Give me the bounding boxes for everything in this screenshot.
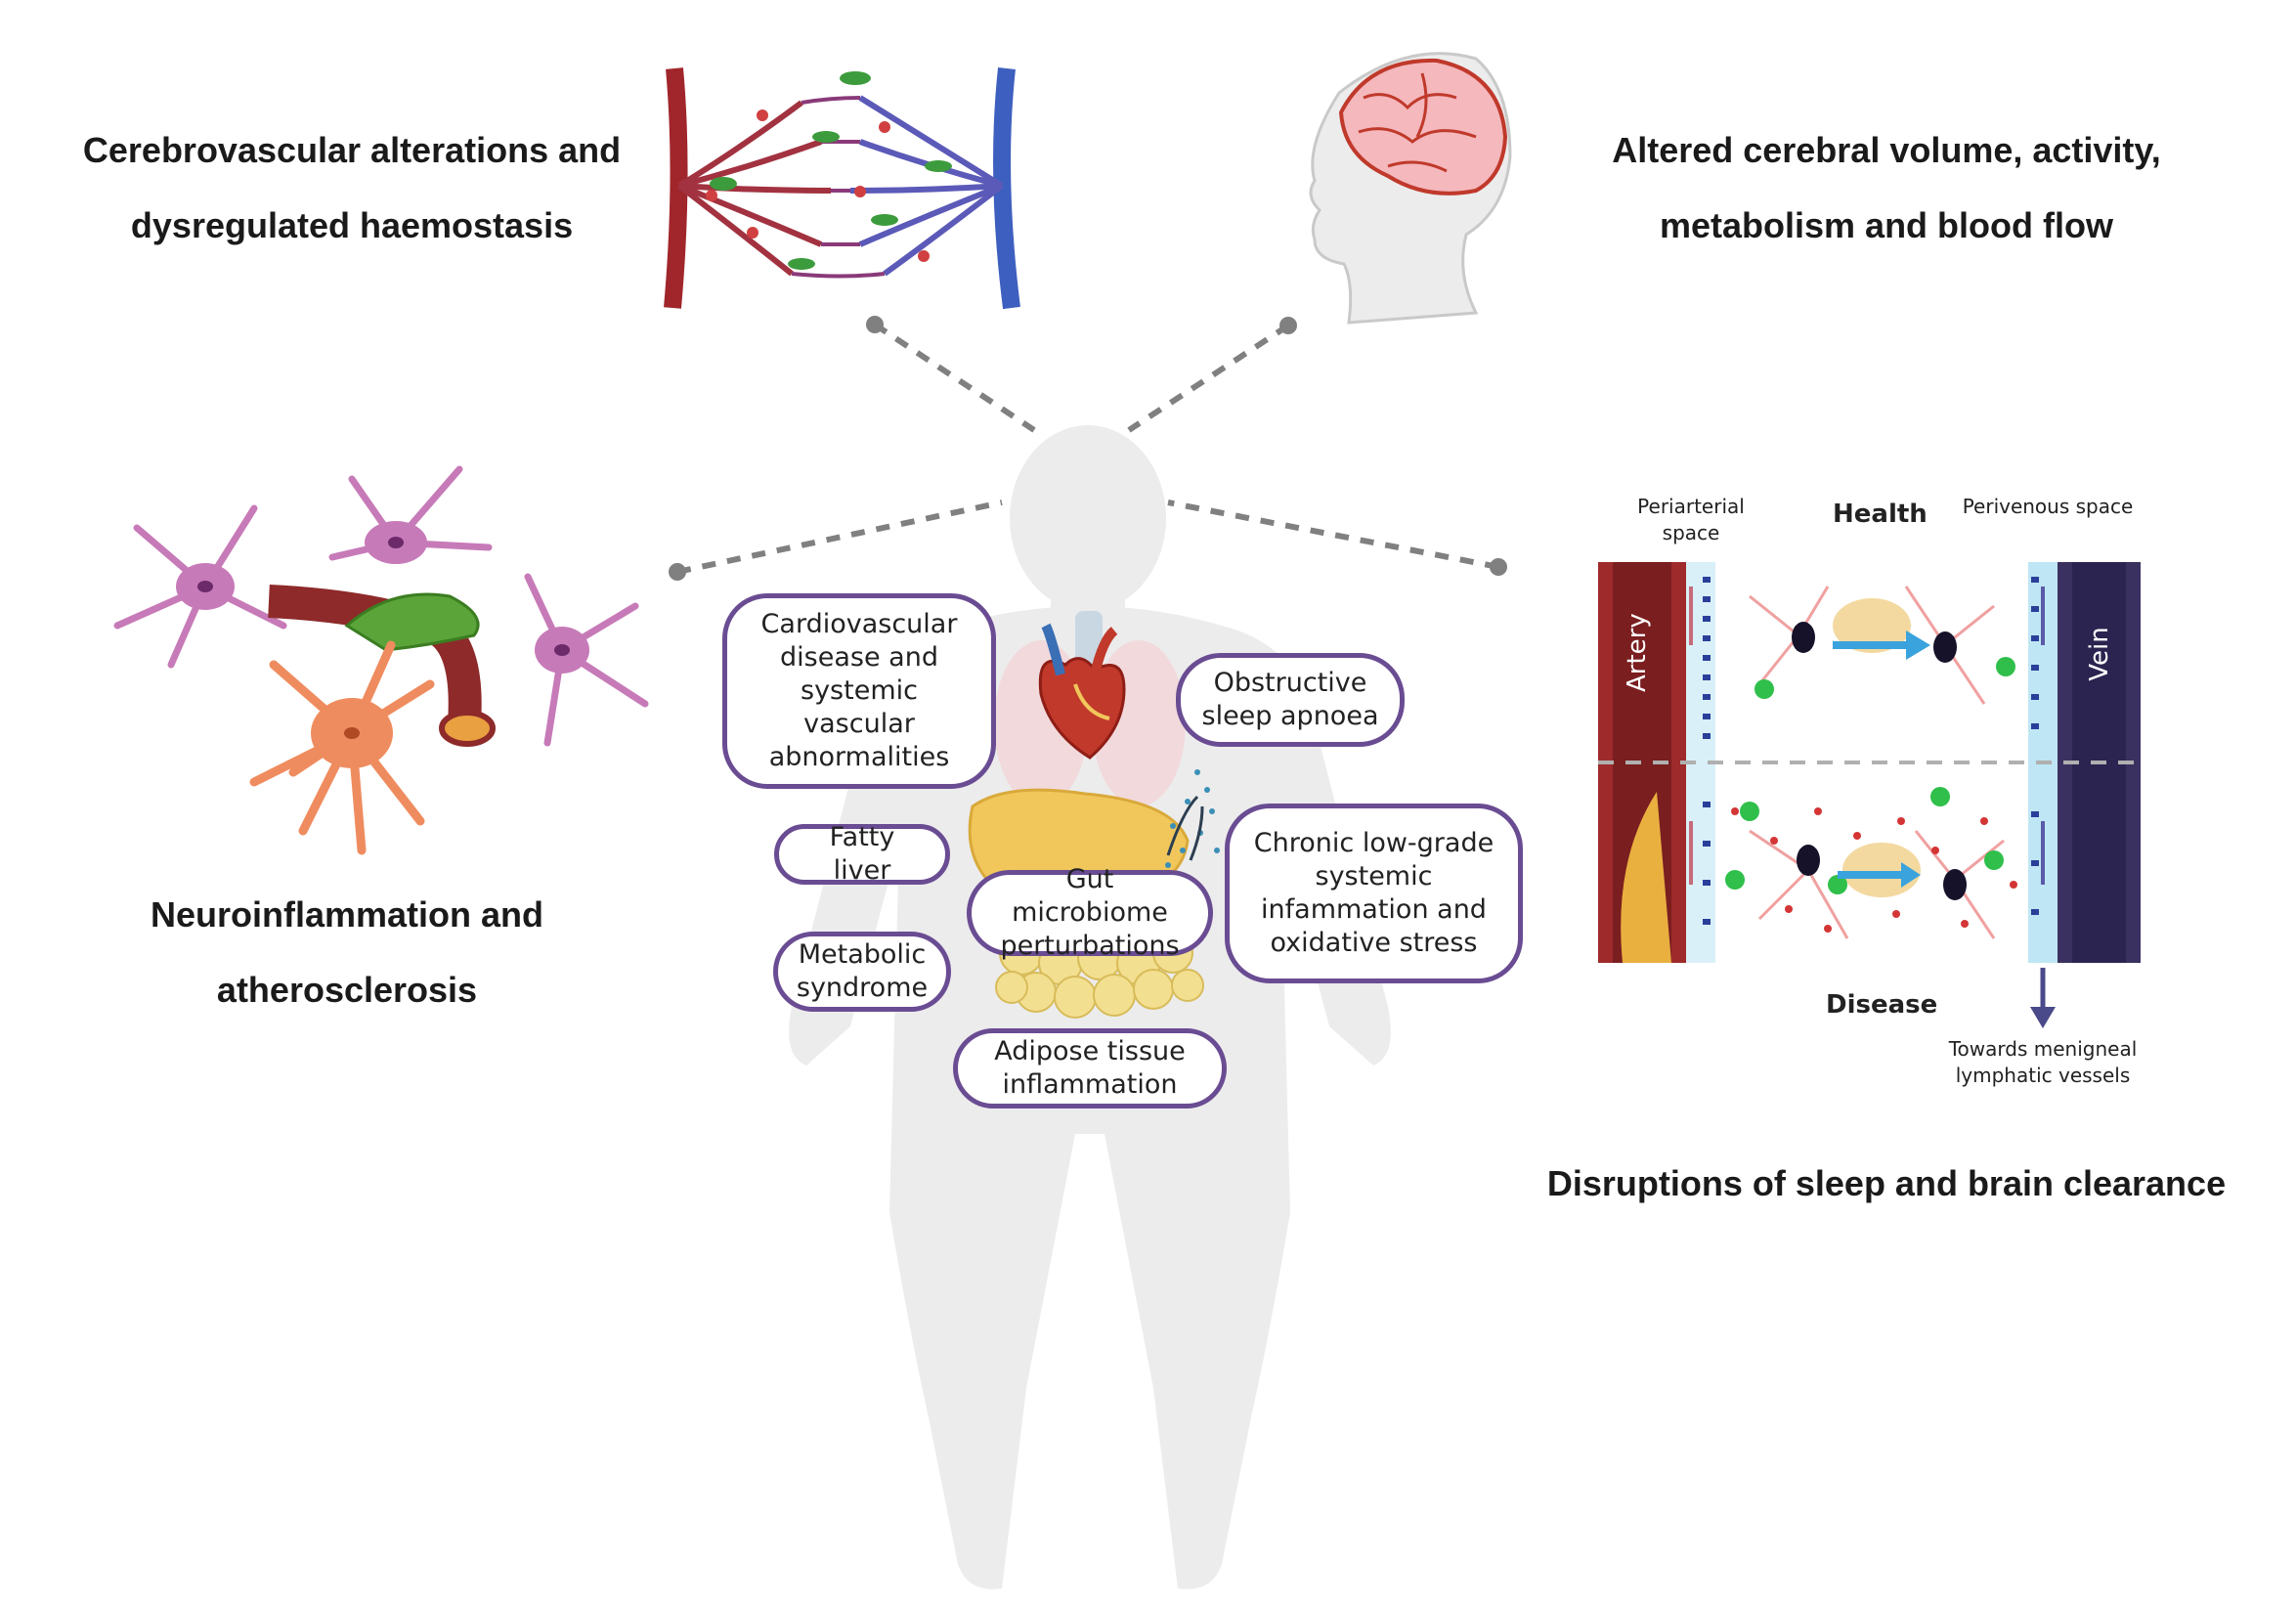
pill-chronic-inflammation: Chronic low-grade systemic infammation a… xyxy=(1225,804,1523,983)
pill-fatty-liver: Fatty liver xyxy=(774,822,950,886)
label-vein: Vein xyxy=(2085,627,2114,681)
heart-icon xyxy=(1038,623,1126,760)
label-disease: Disease xyxy=(1826,990,1938,1020)
pill-metabolic-syndrome: Metabolic syndrome xyxy=(773,932,951,1012)
heading-cerebrovascular: Cerebrovascular alterations and dysregul… xyxy=(82,130,622,245)
pill-obstructive-sleep-apnoea: Obstructive sleep apnoea xyxy=(1176,653,1405,747)
pill-cardiovascular: Cardiovascular disease and systemic vasc… xyxy=(722,593,996,789)
pill-adipose-inflammation: Adipose tissue inflammation xyxy=(953,1028,1227,1109)
label-artery: Artery xyxy=(1623,613,1652,692)
label-health: Health xyxy=(1833,500,1928,529)
heading-cerebral-volume: Altered cerebral volume, activity, metab… xyxy=(1612,130,2161,245)
heading-sleep-clearance: Disruptions of sleep and brain clearance xyxy=(1546,1163,2227,1203)
pill-gut-microbiome: Gut microbiome perturbations xyxy=(967,864,1213,961)
label-perivenous-space: Perivenous space xyxy=(1962,495,2134,518)
label-towards-lymphatic: Towards menigneal lymphatic vessels xyxy=(1948,1037,2138,1087)
label-periarterial-space: Periarterial space xyxy=(1637,495,1745,544)
heading-neuroinflammation: Neuroinflammation and atherosclerosis xyxy=(150,894,544,1010)
